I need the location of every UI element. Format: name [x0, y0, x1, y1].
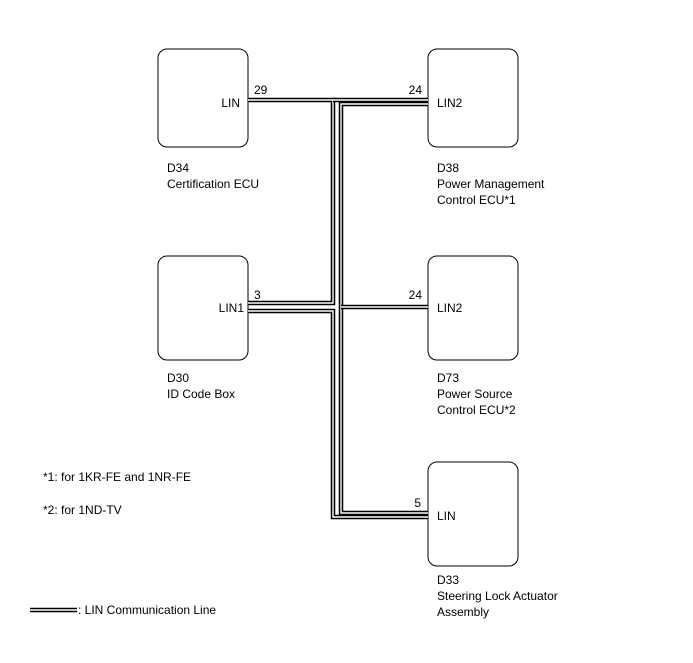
wire-d34-d30 — [248, 97, 336, 306]
d73-port-label: LIN2 — [437, 301, 463, 315]
d30-box — [157, 255, 249, 361]
footnote-1: *1: for 1KR-FE and 1NR-FE — [43, 470, 191, 484]
d73-pin-number: 24 — [409, 288, 423, 302]
d73-code: D73 — [437, 371, 459, 385]
d30-pin-number: 3 — [254, 288, 261, 302]
d73-name-line2: Control ECU*2 — [437, 403, 516, 417]
d38-name-line2: Control ECU*1 — [437, 193, 516, 207]
d34-pin-number: 29 — [254, 83, 268, 97]
d33-pin-number: 5 — [414, 496, 421, 510]
legend-label: : LIN Communication Line — [78, 603, 216, 617]
d30-name: ID Code Box — [167, 387, 235, 401]
d34-name: Certification ECU — [167, 177, 259, 191]
d73-name-line1: Power Source — [437, 387, 513, 401]
d38-code: D38 — [437, 161, 459, 175]
d38-name-line1: Power Management — [437, 177, 545, 191]
footnote-2: *2: for 1ND-TV — [43, 503, 122, 517]
d33-name-line1: Steering Lock Actuator — [437, 589, 558, 603]
d34-port-label: LIN — [221, 96, 240, 110]
d38-pin-number: 24 — [409, 83, 423, 97]
d33-code: D33 — [437, 573, 459, 587]
d38-port-label: LIN2 — [437, 96, 463, 110]
d33-port-label: LIN — [437, 509, 456, 523]
d30-code: D30 — [167, 371, 189, 385]
lin-wires — [248, 97, 428, 520]
d34-code: D34 — [167, 161, 189, 175]
wire-d30-d33 — [248, 308, 428, 520]
legend: : LIN Communication Line — [30, 603, 216, 617]
d33-name-line2: Assembly — [437, 605, 489, 619]
d30-port-label: LIN1 — [219, 301, 245, 315]
